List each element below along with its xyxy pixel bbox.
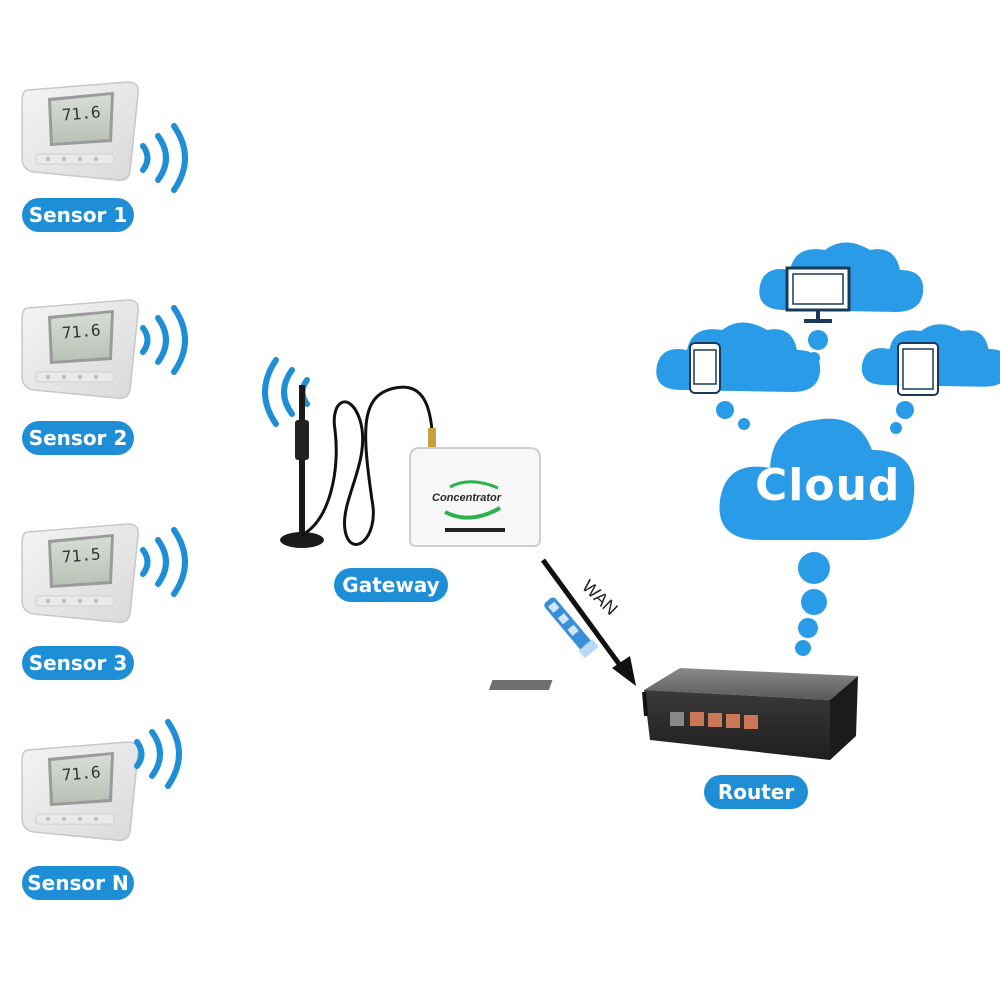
monitor-icon (785, 266, 851, 323)
tablet-icon (897, 342, 939, 396)
antenna-icon (280, 385, 436, 548)
sensor-3-device (21, 523, 140, 624)
client-cloud-phone (656, 322, 821, 392)
sensor-n-label: Sensor N (22, 866, 134, 900)
main-cloud (719, 418, 915, 540)
sensor-2-signal-icon (143, 308, 185, 372)
sensor-1-label: Sensor 1 (22, 198, 134, 232)
gateway-label: Gateway (334, 568, 448, 602)
sensor-1-device (21, 81, 140, 182)
cloud-label: Cloud (755, 460, 901, 511)
concentrator-device (409, 447, 541, 547)
phone-icon (689, 342, 721, 394)
sensor-3-signal-icon (143, 530, 185, 594)
sensor-1-reading: 71.6 (61, 102, 102, 125)
concentrator-text: Concentrator (432, 492, 502, 504)
sensor-n-reading: 71.6 (61, 762, 102, 785)
sensor-n-signal-icon (137, 722, 179, 786)
sensor-n-device (21, 741, 140, 842)
sensor-1-signal-icon (143, 126, 185, 190)
thought-bubbles (716, 330, 914, 656)
sensor-3-reading: 71.5 (61, 544, 102, 567)
router-device (488, 668, 858, 760)
sensor-2-device (21, 299, 140, 400)
sensor-3-label: Sensor 3 (22, 646, 134, 680)
sensor-2-label: Sensor 2 (22, 421, 134, 455)
ethernet-cable-icon (544, 597, 599, 659)
sensor-2-reading: 71.6 (61, 320, 102, 343)
router-label: Router (704, 775, 808, 809)
wan-arrow-icon (540, 558, 636, 686)
